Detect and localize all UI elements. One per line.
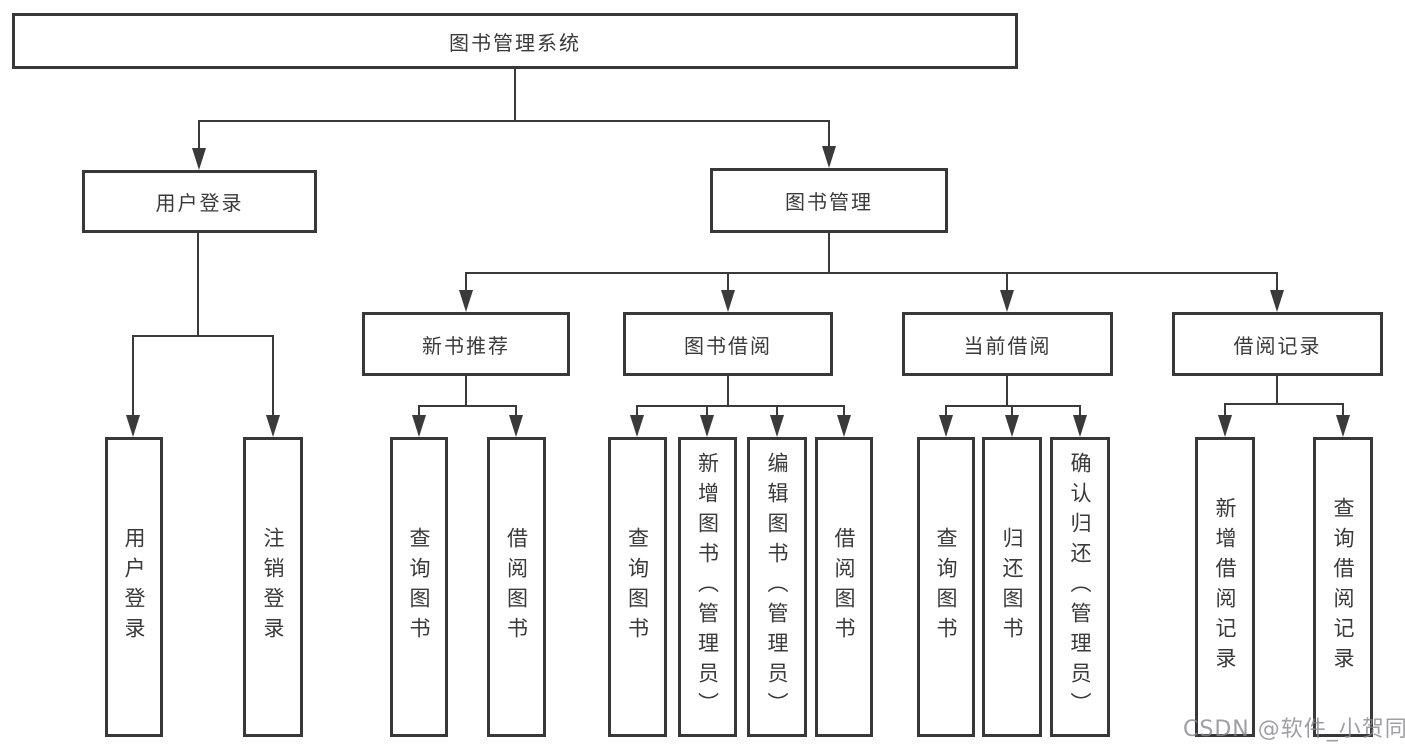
- leaf-user-login: 用户登录: [105, 437, 163, 737]
- connector-line: [945, 405, 1081, 407]
- connector-line: [465, 272, 467, 292]
- connector-line: [843, 405, 845, 417]
- connector-line: [198, 120, 830, 122]
- node-user-login: 用户登录: [82, 170, 317, 233]
- connector-line: [1276, 376, 1278, 403]
- connector-line: [418, 405, 517, 407]
- node-new-book-recommend: 新书推荐: [362, 312, 570, 376]
- arrow-down-icon: [1073, 415, 1087, 437]
- node-current-borrow: 当前借阅: [902, 312, 1113, 376]
- connector-line: [465, 272, 1278, 274]
- arrow-down-icon: [1000, 290, 1014, 312]
- connector-line: [1006, 272, 1008, 292]
- connector-line: [198, 120, 200, 150]
- arrow-down-icon: [822, 146, 836, 168]
- leaf-add-books-admin: 新增图书（管理员）: [678, 437, 737, 737]
- connector-line: [1011, 405, 1013, 417]
- connector-line: [132, 335, 274, 337]
- arrow-down-icon: [192, 148, 206, 170]
- connector-line: [945, 405, 947, 417]
- arrow-down-icon: [266, 415, 280, 437]
- connector-line: [1224, 403, 1226, 417]
- node-borrow-records: 借阅记录: [1172, 312, 1383, 376]
- node-library-system: 图书管理系统: [12, 13, 1018, 69]
- csdn-watermark: CSDN @软件_小贺同学: [1183, 717, 1405, 742]
- arrow-down-icon: [1218, 415, 1232, 437]
- node-book-management: 图书管理: [710, 168, 948, 233]
- arrow-down-icon: [1336, 415, 1350, 437]
- connector-line: [1276, 272, 1278, 292]
- connector-line: [636, 405, 638, 417]
- connector-line: [272, 335, 274, 417]
- arrow-down-icon: [1005, 415, 1019, 437]
- arrow-down-icon: [509, 415, 523, 437]
- connector-line: [465, 376, 467, 405]
- arrow-down-icon: [700, 415, 714, 437]
- leaf-logout: 注销登录: [243, 437, 303, 737]
- connector-line: [197, 233, 199, 335]
- connector-line: [828, 233, 830, 272]
- connector-line: [514, 68, 516, 120]
- leaf-add-borrow-record: 新增借阅记录: [1195, 437, 1255, 737]
- arrow-down-icon: [770, 415, 784, 437]
- leaf-query-books-borrow: 查询图书: [608, 437, 667, 737]
- leaf-borrow-books: 借阅图书: [815, 437, 873, 737]
- leaf-confirm-return-admin: 确认归还（管理员）: [1050, 437, 1110, 737]
- arrow-down-icon: [126, 415, 140, 437]
- connector-line: [418, 405, 420, 417]
- connector-line: [828, 120, 830, 148]
- connector-line: [1224, 403, 1344, 405]
- arrow-down-icon: [630, 415, 644, 437]
- connector-line: [1079, 405, 1081, 417]
- leaf-query-books-recommend: 查询图书: [390, 437, 448, 737]
- connector-line: [1342, 403, 1344, 417]
- connector-line: [1006, 376, 1008, 405]
- leaf-query-books-current: 查询图书: [917, 437, 975, 737]
- connector-line: [776, 405, 778, 417]
- arrow-down-icon: [939, 415, 953, 437]
- connector-line: [706, 405, 708, 417]
- arrow-down-icon: [412, 415, 426, 437]
- connector-line: [132, 335, 134, 417]
- arrow-down-icon: [837, 415, 851, 437]
- connector-line: [636, 405, 845, 407]
- leaf-edit-books-admin: 编辑图书（管理员）: [747, 437, 807, 737]
- arrow-down-icon: [459, 290, 473, 312]
- connector-line: [515, 405, 517, 417]
- leaf-borrow-books-recommend: 借阅图书: [487, 437, 546, 737]
- node-book-borrow: 图书借阅: [623, 312, 833, 376]
- connector-line: [727, 272, 729, 292]
- leaf-return-books: 归还图书: [982, 437, 1042, 737]
- arrow-down-icon: [721, 290, 735, 312]
- leaf-query-borrow-record: 查询借阅记录: [1313, 437, 1373, 737]
- arrow-down-icon: [1270, 290, 1284, 312]
- connector-line: [727, 376, 729, 405]
